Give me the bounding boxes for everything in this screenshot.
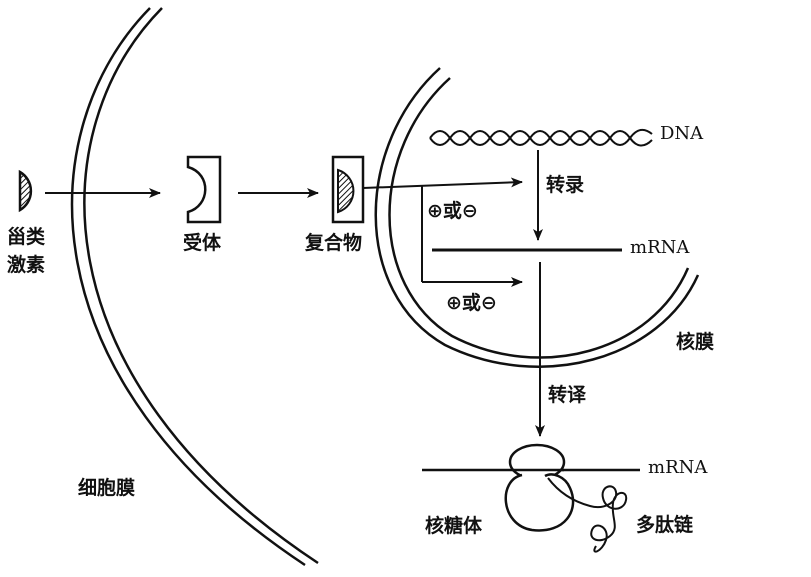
nuclear-membrane-label: 核膜 <box>676 330 714 353</box>
plus-or-minus-label-2: ⊕或⊖ <box>446 291 497 314</box>
cell-membrane-label: 细胞膜 <box>78 476 135 499</box>
ribosome-icon <box>504 443 575 532</box>
steroid-hormone-icon <box>18 169 33 213</box>
mrna-nuclear-label: mRNA <box>630 237 690 258</box>
nuclear-membrane <box>374 67 700 368</box>
polypeptide-label: 多肽链 <box>636 513 693 536</box>
receptor-label: 受体 <box>183 231 222 254</box>
mrna-cytoplasm-label: mRNA <box>648 457 708 478</box>
transcription-label: 转录 <box>546 173 584 196</box>
dna-helix <box>429 128 653 147</box>
plus-or-minus-label-1: ⊕或⊖ <box>427 199 478 222</box>
polypeptide-chain <box>547 477 628 553</box>
complex-icon <box>331 155 365 224</box>
steroid-hormone-label-line1: 甾类 <box>7 225 45 248</box>
receptor-icon <box>186 155 222 224</box>
ribosome-label: 核糖体 <box>425 514 483 537</box>
complex-label: 复合物 <box>304 231 362 254</box>
regulation-arrows <box>362 177 523 287</box>
translation-label: 转译 <box>548 383 587 406</box>
dna-label: DNA <box>660 123 704 144</box>
cell-membrane <box>70 7 319 567</box>
steroid-hormone-label-line2: 激素 <box>7 253 45 276</box>
